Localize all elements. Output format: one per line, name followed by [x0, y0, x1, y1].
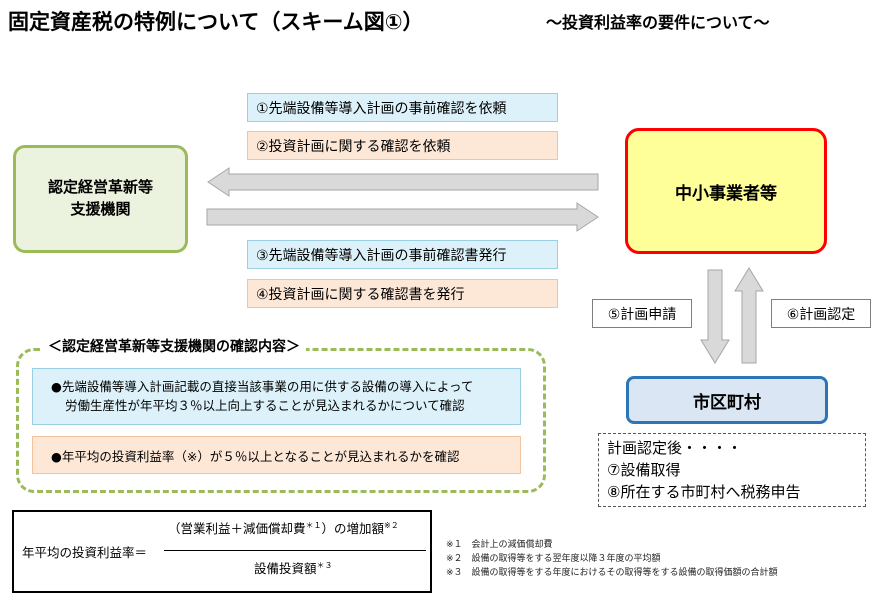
step6-label: ⑥計画認定	[771, 299, 871, 328]
footnote-3: ※３ 設備の取得等をする年度におけるその取得等をする設備の取得価額の合計額	[446, 568, 778, 578]
support-agency-box: 認定経営革新等 支援機関	[13, 145, 188, 253]
formula-numerator-main: （営業利益＋減価償却費	[168, 521, 306, 536]
support-agency-line2: 支援機関	[70, 200, 131, 218]
formula-denominator-main: 設備投資額	[254, 561, 317, 576]
city-box: 市区町村	[626, 376, 828, 424]
support-agency-line1: 認定経営革新等	[47, 178, 153, 197]
footnote-1: ※１ 会計上の減価償却費	[446, 540, 553, 550]
step3-label: ③先端設備等導入計画の事前確認書発行	[247, 240, 558, 269]
page-title: 固定資産税の特例について（スキーム図①）	[8, 10, 424, 34]
formula-sup3: ＊３	[316, 560, 333, 570]
formula-numerator-close: ）の増加額	[321, 521, 385, 536]
after-approval-box: 計画認定後・・・・ ⑦設備取得 ⑧所在する市町村へ税務申告	[598, 433, 866, 507]
formula-numerator: （営業利益＋減価償却費＊１）の増加額※２	[168, 518, 399, 537]
step5-label: ⑤計画申請	[592, 299, 692, 328]
confirmation-heading: ＜認定経営革新等支援機関の確認内容＞	[42, 336, 306, 356]
footnote-2: ※２ 設備の取得等をする翌年度以降３年度の平均額	[446, 554, 661, 564]
arrow-to-city	[700, 269, 730, 364]
after-approval-line1: 計画認定後・・・・	[607, 439, 743, 457]
formula-box: 年平均の投資利益率＝ （営業利益＋減価償却費＊１）の増加額※２ 設備投資額＊３	[12, 510, 432, 593]
arrow-to-sme	[206, 202, 599, 232]
formula-sup1: ＊１	[305, 520, 322, 530]
fraction-bar	[164, 550, 426, 551]
arrow-to-support	[207, 167, 599, 197]
confirmation-item1-line1: ●先端設備等導入計画記載の直接当該事業の用に供する設備の導入によって	[51, 379, 474, 394]
step2-label: ②投資計画に関する確認を依頼	[247, 131, 558, 160]
confirmation-item-roi: ●年平均の投資利益率（※）が５％以上となることが見込まれるかを確認	[32, 436, 521, 474]
after-approval-line3: ⑧所在する市町村へ税務申告	[607, 483, 801, 501]
confirmation-item-productivity: ●先端設備等導入計画記載の直接当該事業の用に供する設備の導入によって 労働生産性…	[32, 368, 521, 425]
arrow-to-sme-up	[734, 267, 764, 364]
after-approval-line2: ⑦設備取得	[607, 461, 681, 479]
formula-denominator: 設備投資額＊３	[254, 558, 333, 577]
step4-label: ④投資計画に関する確認書を発行	[247, 279, 558, 308]
formula-sup2: ※２	[384, 520, 399, 530]
page-subtitle: ～投資利益率の要件について～	[546, 13, 770, 32]
formula-lhs: 年平均の投資利益率＝	[22, 545, 148, 560]
confirmation-item1-line2: 労働生産性が年平均３％以上向上することが見込まれるかについて確認	[65, 398, 465, 413]
step1-label: ①先端設備等導入計画の事前確認を依頼	[247, 93, 558, 122]
sme-box: 中小事業者等	[625, 128, 827, 254]
